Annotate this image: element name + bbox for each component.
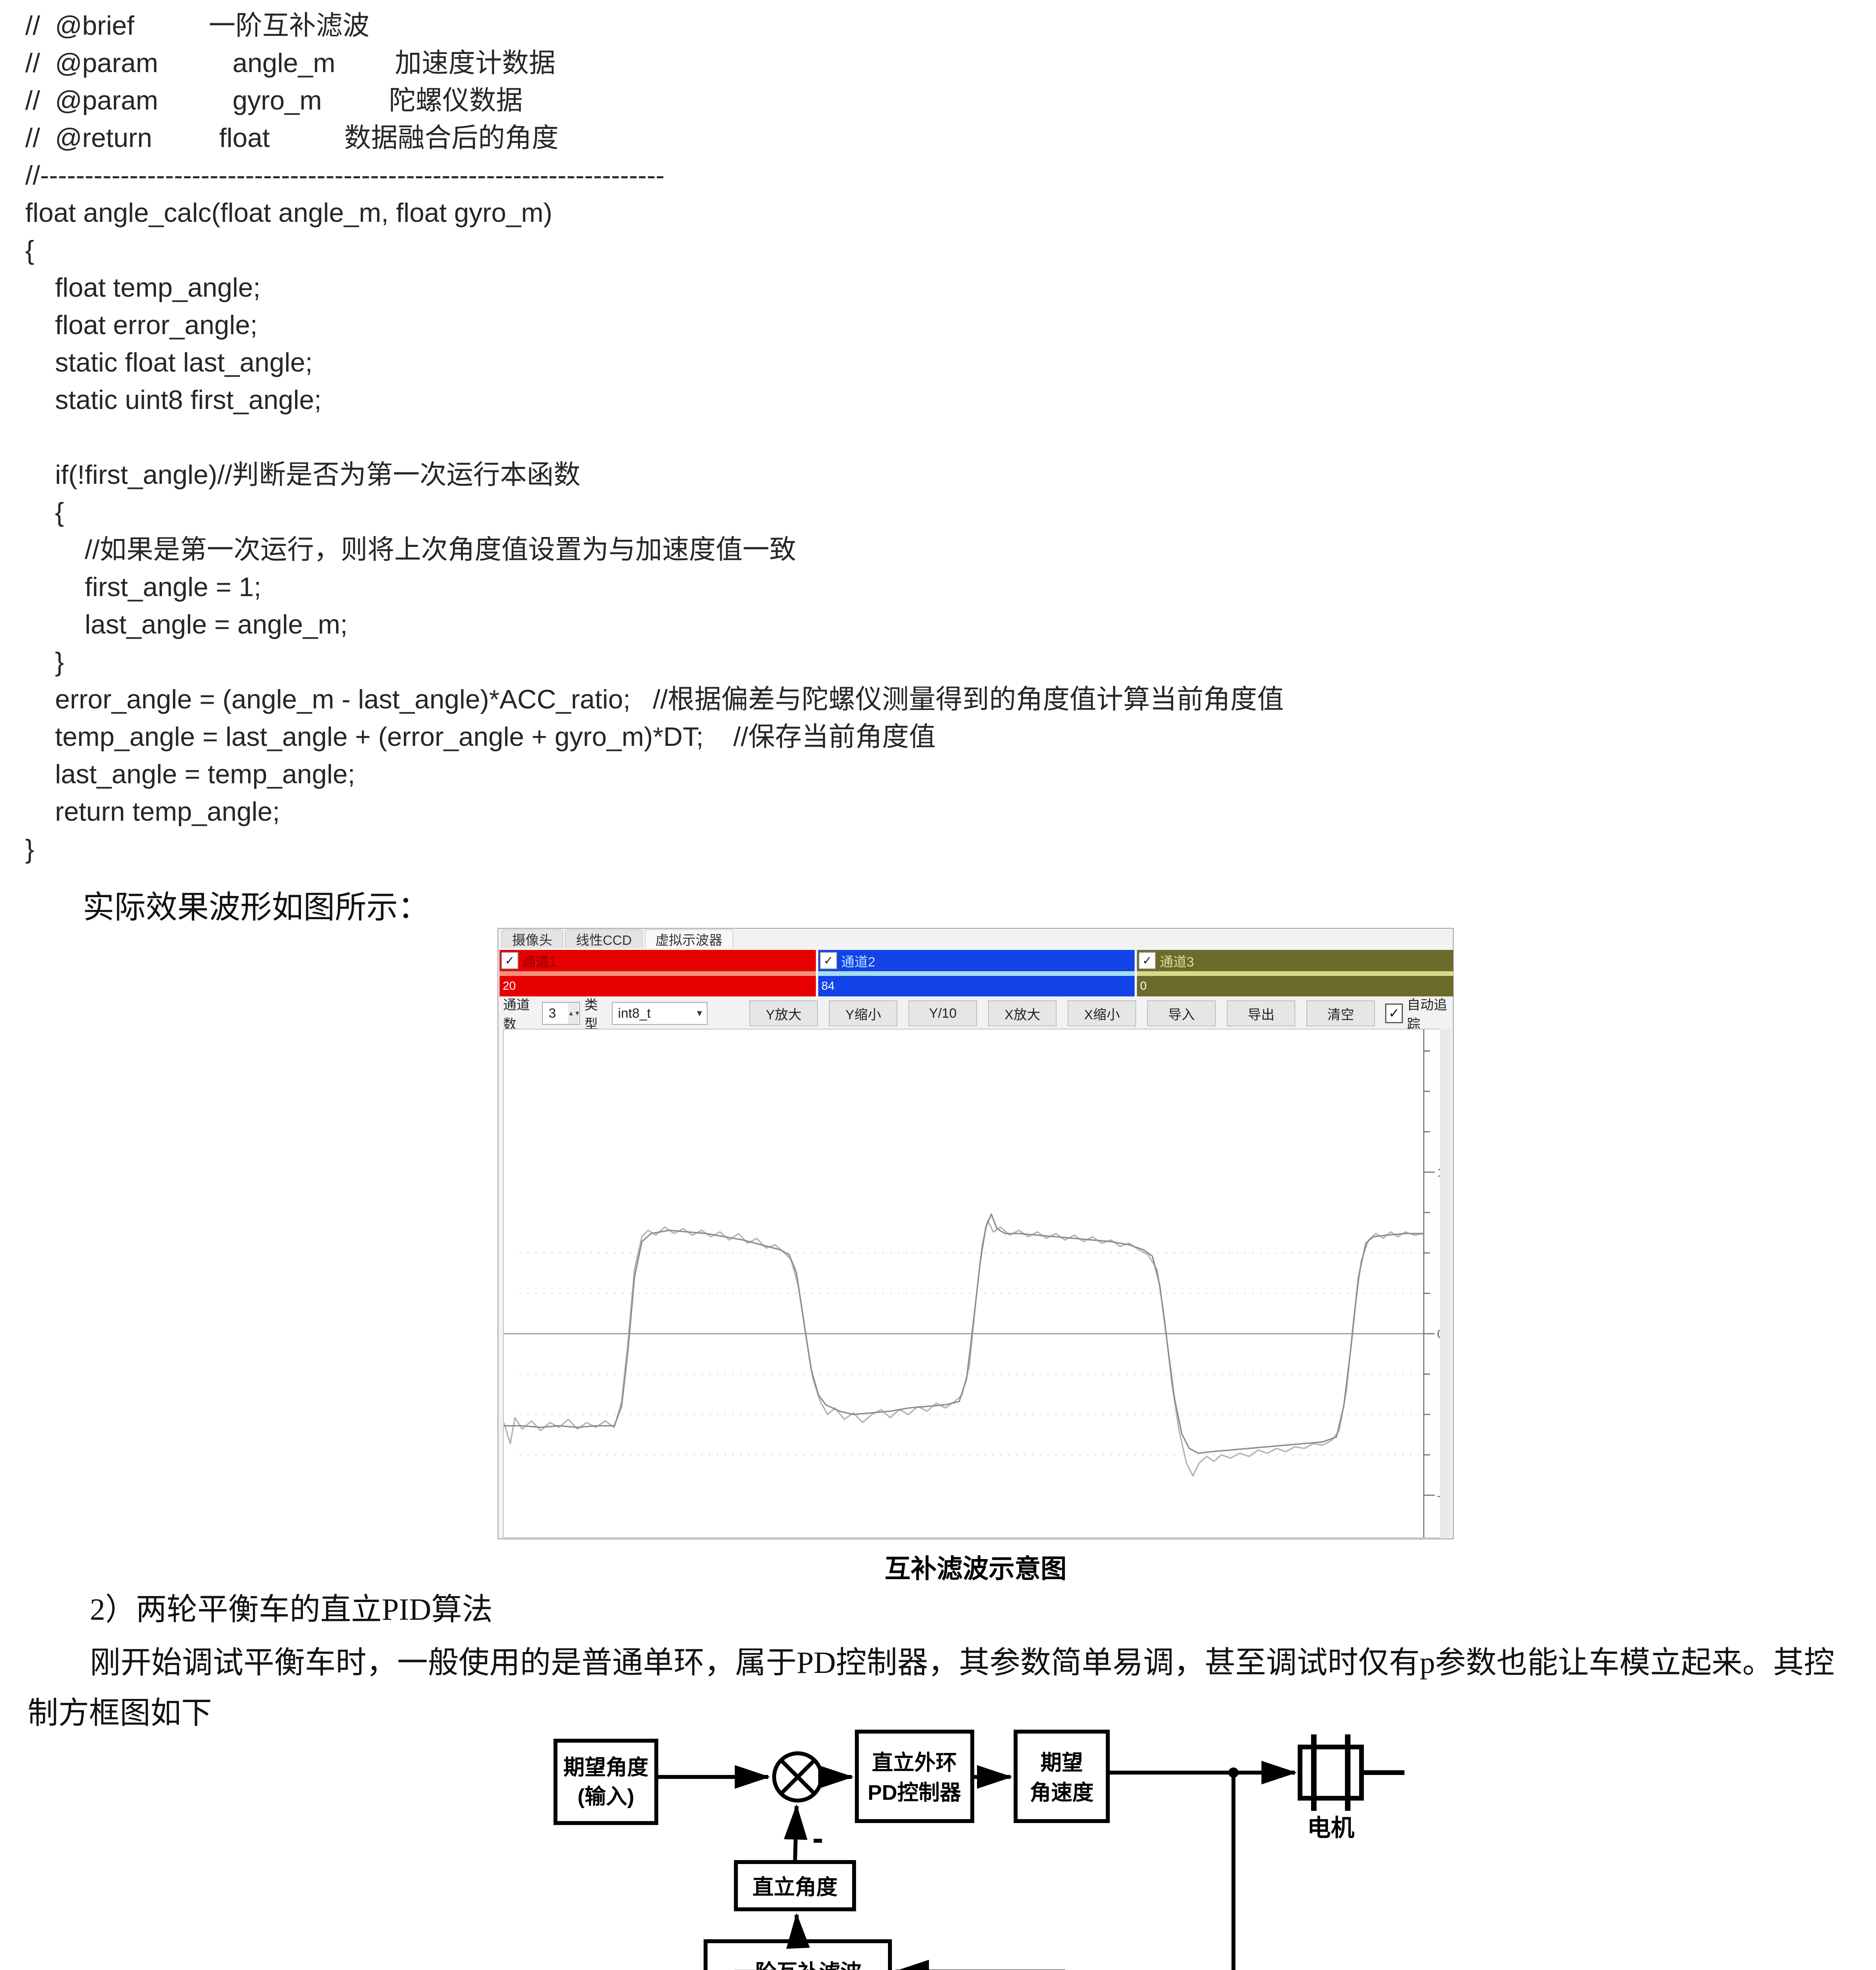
channel-3-block[interactable]: ✓ 通道3 0 [1137, 950, 1453, 996]
oscilloscope-window: 摄像头 线性CCD 虚拟示波器 ✓ 通道1 20 ✓ 通道2 84 [498, 928, 1461, 1539]
channel-2-value: 84 [818, 976, 1135, 996]
label-target-1: 期望 [1040, 1751, 1083, 1775]
x-zoom-out-button[interactable]: X缩小 [1068, 1000, 1137, 1026]
type-value: int8_t [618, 1005, 651, 1021]
motor-icon [1298, 1734, 1404, 1811]
label-target-2: 角速度 [1030, 1781, 1094, 1805]
auto-track-label: 自动追踪 [1407, 998, 1447, 1032]
channel-3-label: 通道3 [1160, 954, 1194, 970]
channel-1-stripe [500, 971, 816, 976]
channel-1-label: 通道1 [522, 954, 557, 970]
y-div10-button[interactable]: Y/10 [908, 1000, 977, 1026]
intro-line: 实际效果波形如图所示： [83, 890, 429, 925]
channel-1-checkbox[interactable]: ✓ [501, 952, 518, 969]
channel-1-block[interactable]: ✓ 通道1 20 [500, 950, 816, 996]
spinner-arrows-icon[interactable]: ▲▼ [568, 1003, 580, 1024]
type-label: 类型 [584, 998, 598, 1032]
toolbar: 通道数 3 ▲▼ 类型 int8_t ▼ Y放大 Y缩小 Y/10 X放大 X缩… [498, 998, 1454, 1032]
channel-2-block[interactable]: ✓ 通道2 84 [818, 950, 1135, 996]
y-zoom-out-button[interactable]: Y缩小 [829, 1000, 898, 1026]
box-target-angular-speed [1014, 1730, 1110, 1823]
channel-count-label: 通道数 [503, 998, 530, 1032]
code-block: // @brief 一阶互补滤波 // @param angle_m 加速度计数… [25, 11, 1284, 864]
pid-block-diagram: 期望角度 (输入) 直立外环 PD控制器 期望 角速度 电机 直立角度 一阶互补… [554, 1730, 1404, 1970]
label-pd-1: 直立外环 [872, 1751, 957, 1775]
label-minus-sign: - [812, 1819, 823, 1857]
tab-linear-ccd[interactable]: 线性CCD [565, 929, 643, 948]
waveform-plot: -1000100 [503, 1029, 1461, 1538]
label-input-2: (输入) [578, 1785, 634, 1808]
import-button[interactable]: 导入 [1147, 1000, 1216, 1026]
channel-headers: ✓ 通道1 20 ✓ 通道2 84 ✓ 通道3 0 [500, 950, 1453, 996]
export-button[interactable]: 导出 [1227, 1000, 1296, 1026]
waveform-svg: -1000100 [503, 1030, 1461, 1537]
channel-3-stripe [1137, 971, 1453, 976]
channel-3-value: 0 [1137, 976, 1453, 996]
box-input [554, 1739, 658, 1825]
chevron-down-icon: ▼ [695, 1008, 704, 1018]
channel-2-checkbox[interactable]: ✓ [820, 952, 837, 969]
y-zoom-in-button[interactable]: Y放大 [749, 1000, 818, 1026]
label-input-1: 期望角度 [563, 1756, 648, 1779]
channel-1-value: 20 [500, 976, 816, 996]
channel-3-checkbox[interactable]: ✓ [1139, 952, 1156, 969]
clear-button[interactable]: 清空 [1306, 1000, 1375, 1026]
label-pd-2: PD控制器 [867, 1781, 961, 1805]
auto-track-checkbox[interactable]: ✓ [1385, 1004, 1403, 1023]
tab-camera[interactable]: 摄像头 [502, 929, 563, 948]
channel-2-label: 通道2 [841, 954, 875, 970]
plot-right-gutter[interactable] [1440, 1029, 1451, 1538]
tab-bar: 摄像头 线性CCD 虚拟示波器 [502, 929, 733, 949]
box-pd-controller [855, 1730, 974, 1823]
label-upright-angle: 直立角度 [752, 1875, 838, 1899]
channel-count-spinner[interactable]: 3 ▲▼ [542, 1002, 580, 1025]
tab-virtual-oscilloscope[interactable]: 虚拟示波器 [645, 929, 733, 948]
figure1-caption: 互补滤波示意图 [884, 1554, 1067, 1583]
label-motor: 电机 [1307, 1815, 1354, 1841]
x-zoom-in-button[interactable]: X放大 [988, 1000, 1057, 1026]
channel-count-value: 3 [548, 1005, 556, 1021]
type-dropdown[interactable]: int8_t ▼ [611, 1002, 708, 1025]
channel-2-stripe [818, 971, 1135, 976]
label-filter: 一阶互补滤波 [734, 1961, 862, 1970]
section-heading: 2）两轮平衡车的直立PID算法 [90, 1592, 493, 1626]
paragraph: 刚开始调试平衡车时，一般使用的是普通单环，属于PD控制器，其参数简单易调，甚至调… [28, 1645, 1835, 1730]
